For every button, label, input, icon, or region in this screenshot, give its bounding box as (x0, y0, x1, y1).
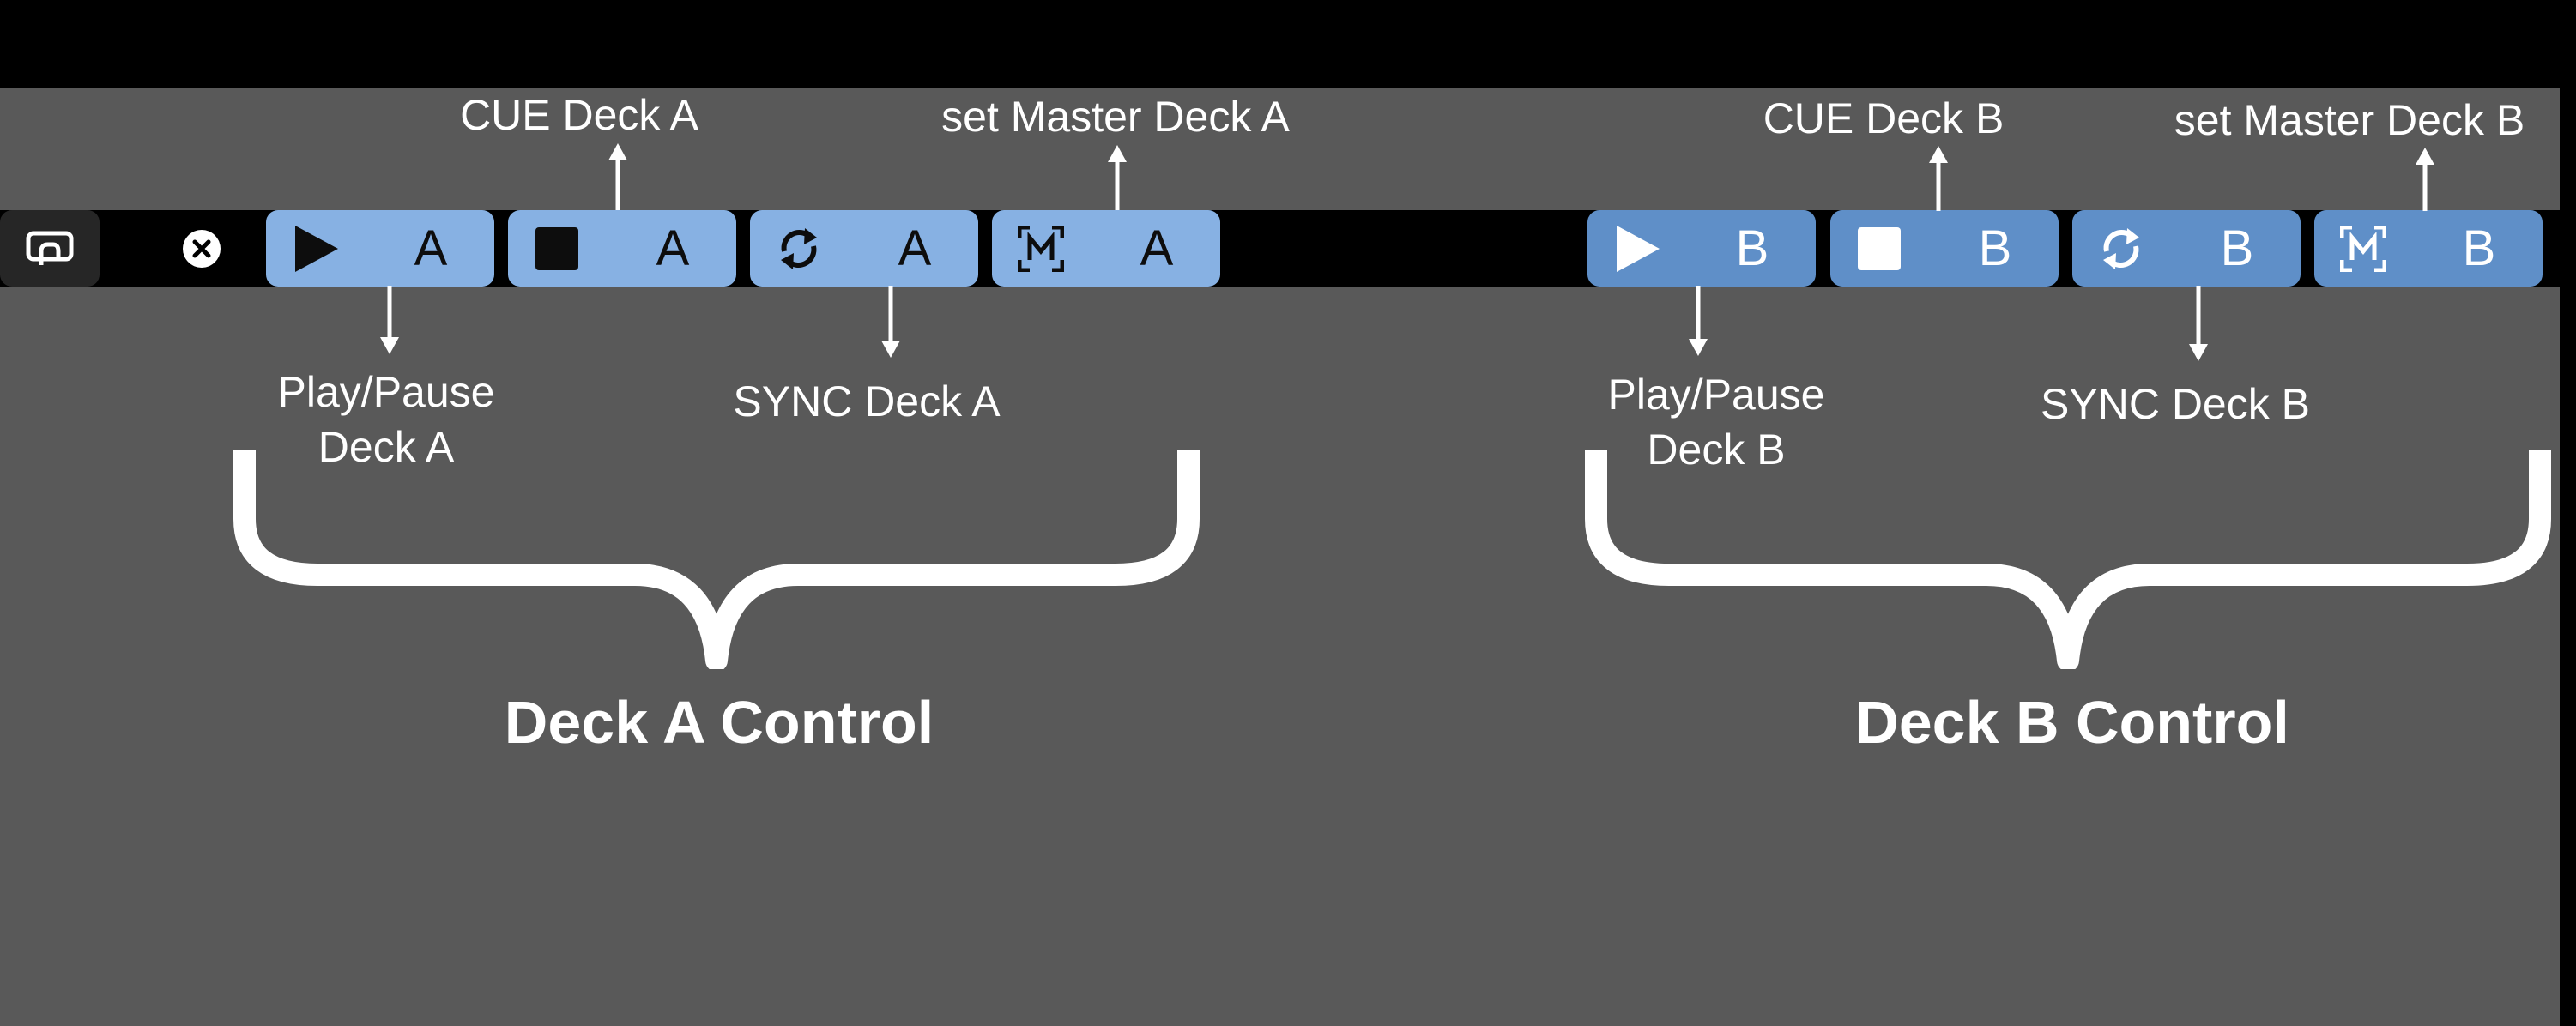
cue-deck-a-button[interactable]: A (508, 210, 736, 287)
sync-deck-b-button[interactable]: B (2072, 210, 2301, 287)
master-icon (1018, 226, 1064, 272)
play-pause-deck-a-button[interactable]: A (266, 210, 494, 287)
play-pause-deck-b-button[interactable]: B (1587, 210, 1816, 287)
deck-label: B (2220, 220, 2254, 276)
sync-deck-a-button[interactable]: A (750, 210, 978, 287)
cue-deck-b-button[interactable]: B (1830, 210, 2059, 287)
sync-deck-a-caption: SYNC Deck A (733, 377, 1001, 425)
set-master-deck-a-arrow (1108, 145, 1127, 210)
close-icon (181, 228, 222, 269)
sync-deck-b-arrow (2189, 286, 2208, 361)
sync-icon (2098, 226, 2144, 272)
set-master-deck-b-button[interactable]: B (2314, 210, 2543, 287)
sync-icon (776, 226, 822, 272)
cue-deck-a-caption: CUE Deck A (460, 91, 698, 139)
play-pause-deck-b-caption: Play/Pause Deck B (1566, 367, 1866, 477)
set-master-deck-b-arrow (2416, 148, 2434, 211)
deck-a-control-title: Deck A Control (504, 689, 934, 756)
cue-deck-b-caption: CUE Deck B (1763, 94, 2005, 142)
deck-a-brace (233, 450, 1200, 669)
deck-label: B (2462, 220, 2496, 276)
master-icon (2340, 226, 2386, 272)
sync-deck-a-arrow (881, 286, 900, 358)
caption-line: Play/Pause (277, 368, 495, 416)
deck-b-control-title: Deck B Control (1855, 689, 2289, 756)
caption-line: Deck B (1647, 425, 1786, 474)
play-icon (1613, 226, 1660, 272)
deck-b-brace (1585, 450, 2551, 669)
deck-label: B (1978, 220, 2012, 276)
control-strip-icon (26, 231, 74, 267)
stop-icon (1856, 226, 1902, 272)
caption-line: Deck A (317, 423, 455, 471)
deck-label: A (1140, 220, 1174, 276)
set-master-deck-a-caption: set Master Deck A (941, 93, 1290, 141)
deck-label: A (656, 220, 690, 276)
cue-deck-b-arrow (1929, 146, 1948, 211)
deck-label: A (414, 220, 448, 276)
cue-deck-a-arrow (608, 143, 627, 210)
sync-deck-b-caption: SYNC Deck B (2041, 380, 2310, 428)
play-icon (292, 226, 338, 272)
deck-label: B (1735, 220, 1769, 276)
deck-label: A (898, 220, 932, 276)
set-master-deck-b-caption: set Master Deck B (2174, 96, 2525, 144)
play-pause-deck-a-arrow (380, 286, 399, 354)
set-master-deck-a-button[interactable]: A (992, 210, 1220, 287)
stop-icon (534, 226, 580, 272)
close-button[interactable] (176, 210, 227, 287)
play-pause-deck-b-arrow (1689, 286, 1708, 356)
caption-line: Play/Pause (1607, 371, 1825, 419)
control-strip-button[interactable] (0, 210, 100, 287)
play-pause-deck-a-caption: Play/Pause Deck A (236, 365, 536, 474)
